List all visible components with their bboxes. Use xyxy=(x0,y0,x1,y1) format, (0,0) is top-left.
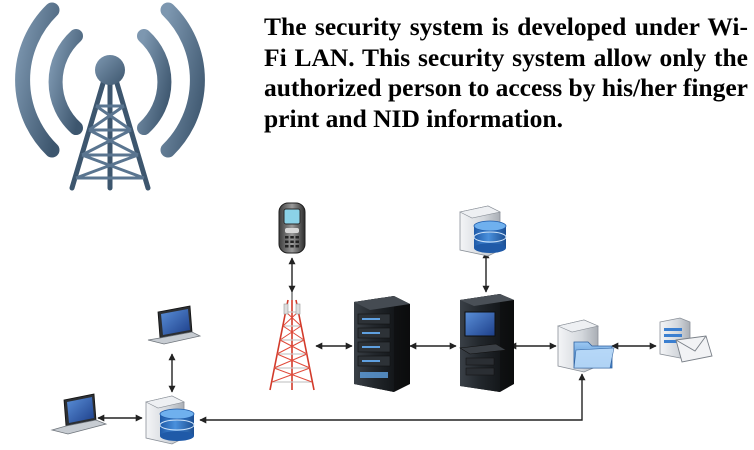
description-text: The security system is developed under W… xyxy=(264,12,749,133)
connectors xyxy=(97,251,657,424)
cell-tower-icon xyxy=(269,292,315,391)
laptop-icon xyxy=(147,305,202,345)
database-server-icon xyxy=(459,205,507,257)
laptop-icon xyxy=(50,393,108,435)
link-dbserver-file xyxy=(199,373,586,424)
database-server-icon xyxy=(145,395,195,445)
server-terminal-icon xyxy=(459,294,514,392)
rack-server-icon xyxy=(354,296,410,392)
mobile-phone-icon xyxy=(278,202,306,254)
mail-server-icon xyxy=(659,317,713,363)
wifi-broadcast-tower-icon xyxy=(15,2,205,191)
file-server-icon xyxy=(557,319,615,373)
